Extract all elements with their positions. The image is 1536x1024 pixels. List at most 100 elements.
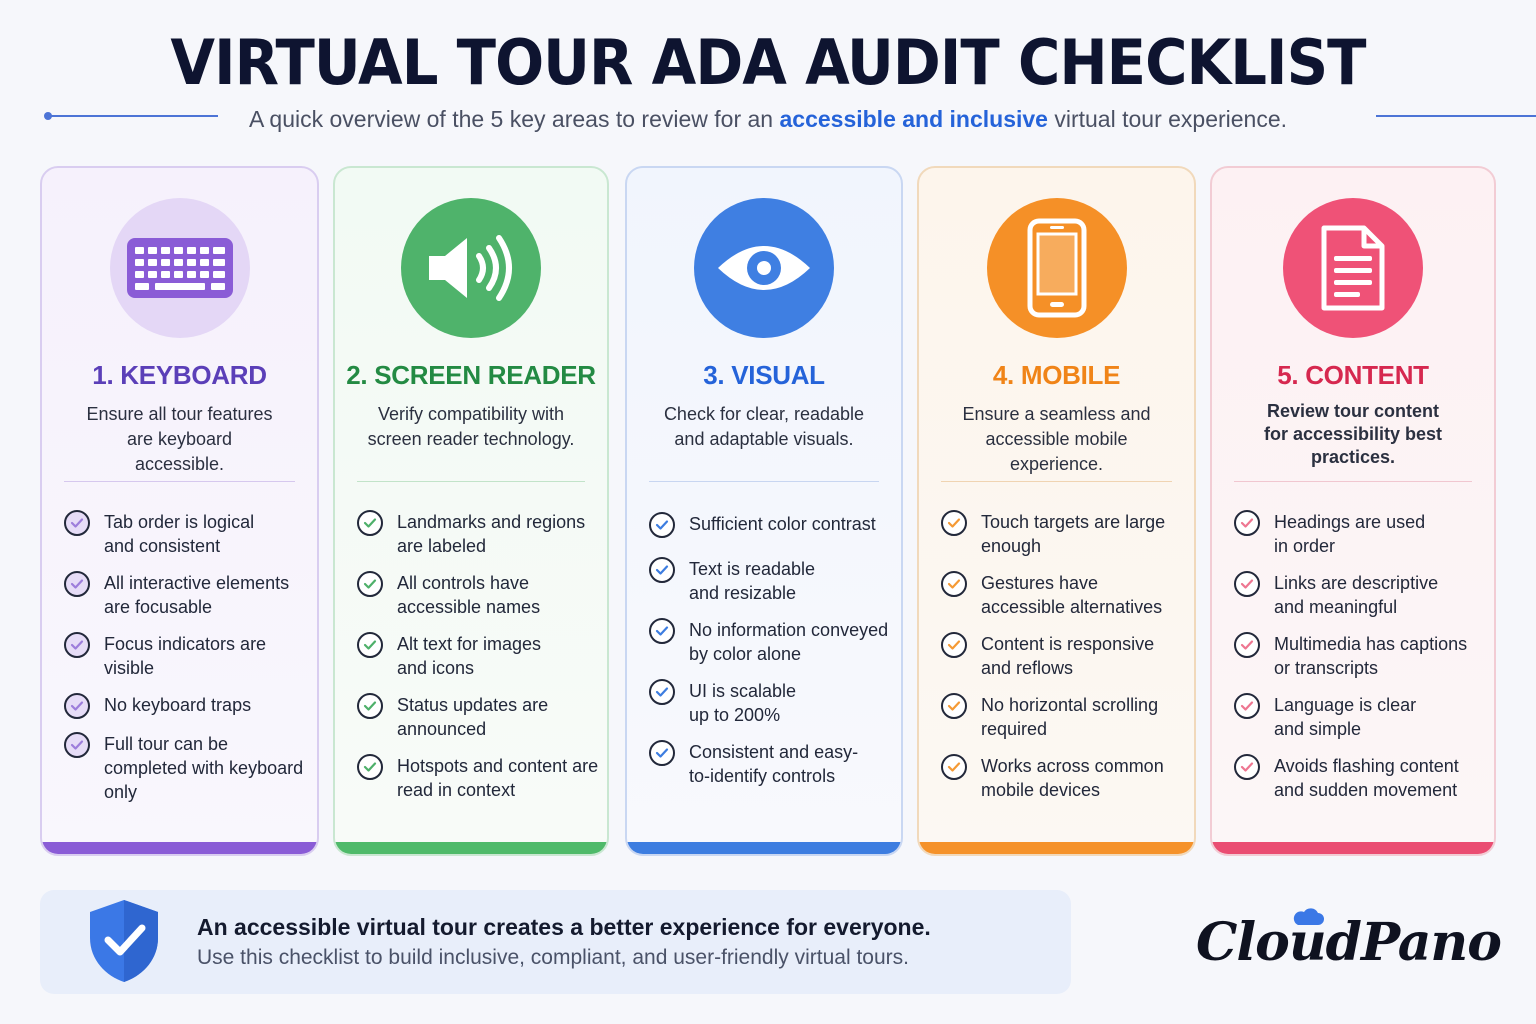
card-accent-bar	[42, 842, 317, 854]
checklist-item: Consistent and easy-to-identify controls	[649, 740, 893, 788]
checklist-item-text: Full tour can be completed with keyboard…	[104, 734, 304, 802]
card-description: Review tour content for accessibility be…	[1263, 401, 1443, 467]
checklist-item: Gestures have accessible alternatives	[941, 571, 1186, 619]
card-divider	[941, 481, 1172, 482]
card-description: Verify compatibility with screen reader …	[367, 404, 575, 449]
checklist-item: All controls have accessible names	[357, 571, 599, 619]
checklist-item: Touch targets are large enough	[941, 510, 1186, 558]
checklist-item: Text is readable and resizable	[649, 557, 893, 605]
check-icon	[357, 693, 383, 719]
card-heading: 2. SCREEN READER	[346, 360, 596, 390]
checklist-item: Works across common mobile devices	[941, 754, 1186, 802]
checklist-item: Avoids flashing content and sudden movem…	[1234, 754, 1486, 802]
check-icon	[64, 510, 90, 536]
checklist-item: Hotspots and content are read in context	[357, 754, 599, 802]
check-icon	[1234, 754, 1260, 780]
check-icon	[1234, 510, 1260, 536]
checklist-item-text: UI is scalable up to 200%	[689, 681, 797, 725]
checklist-item: No information conveyed by color alone	[649, 618, 893, 666]
card-heading: 4. MOBILE	[992, 360, 1121, 390]
checklist-item: No horizontal scrolling required	[941, 693, 1186, 741]
card-accent-bar	[1212, 842, 1494, 854]
checklist-item-text: Content is responsive and reflows	[981, 634, 1155, 678]
checklist-item-text: Sufficient color contrast	[689, 514, 876, 534]
card-divider	[357, 481, 585, 482]
check-icon	[1234, 693, 1260, 719]
footer-banner: An accessible virtual tour creates a bet…	[40, 890, 1071, 994]
check-icon	[64, 571, 90, 597]
checklist: Headings are used in order Links are des…	[1234, 510, 1486, 815]
left-divider-line	[44, 112, 218, 120]
eye-icon	[718, 246, 810, 290]
check-icon	[649, 512, 675, 538]
checklist-item: Sufficient color contrast	[649, 512, 893, 538]
checklist-item-text: Text is readable and resizable	[689, 559, 816, 603]
subtitle-highlight: accessible and inclusive	[779, 106, 1048, 132]
checklist-item-text: Headings are used in order	[1274, 512, 1426, 556]
check-icon	[1234, 632, 1260, 658]
smartphone-icon	[1027, 218, 1086, 318]
card-mobile: 4. MOBILE Ensure a seamless and accessib…	[917, 166, 1196, 856]
subtitle-text-end: virtual tour experience.	[1047, 106, 1288, 132]
check-icon	[649, 740, 675, 766]
checklist-item-text: Landmarks and regions are labeled	[397, 512, 586, 556]
checklist: Sufficient color contrast Text is readab…	[649, 512, 893, 801]
footer-headline: An accessible virtual tour creates a bet…	[197, 914, 931, 940]
checklist: Touch targets are large enough Gestures …	[941, 510, 1186, 815]
checklist-item-text: Language is clear and simple	[1274, 695, 1417, 739]
checklist-item-text: No horizontal scrolling required	[981, 695, 1159, 739]
subtitle: A quick overview of the 5 key areas to r…	[0, 106, 1536, 136]
check-icon	[941, 693, 967, 719]
page-title: VIRTUAL TOUR ADA AUDIT CHECKLIST	[170, 26, 1366, 99]
card-description: Ensure all tour features are keyboard ac…	[86, 404, 273, 474]
checklist-item-text: Multimedia has captions or transcripts	[1274, 634, 1468, 678]
card-keyboard: 1. KEYBOARD Ensure all tour features are…	[40, 166, 319, 856]
check-icon	[64, 632, 90, 658]
checklist-item-text: No information conveyed by color alone	[689, 620, 889, 664]
check-icon	[357, 754, 383, 780]
right-divider-line	[1376, 115, 1536, 117]
checklist-item-text: Consistent and easy-to-identify controls	[689, 742, 859, 786]
card-description: Ensure a seamless and accessible mobile …	[962, 404, 1151, 474]
checklist-item-text: Focus indicators are visible	[104, 634, 267, 678]
footer-subtext: Use this checklist to build inclusive, c…	[197, 946, 909, 969]
checklist-item-text: Status updates are announced	[397, 695, 549, 739]
checklist-item: Content is responsive and reflows	[941, 632, 1186, 680]
card-content: 5. CONTENT Review tour content for acces…	[1210, 166, 1496, 856]
subtitle-text-start: A quick overview of the 5 key areas to r…	[248, 106, 780, 132]
check-icon	[1234, 571, 1260, 597]
checklist-item: Full tour can be completed with keyboard…	[64, 732, 309, 804]
checklist-item: Links are descriptive and meaningful	[1234, 571, 1486, 619]
check-icon	[64, 693, 90, 719]
keyboard-icon	[126, 238, 233, 298]
checklist-item: Alt text for images and icons	[357, 632, 599, 680]
checklist-item-text: Hotspots and content are read in context	[397, 756, 599, 800]
checklist-item: Status updates are announced	[357, 693, 599, 741]
card-heading: 3. VISUAL	[703, 360, 825, 390]
check-icon	[64, 732, 90, 758]
checklist-item-text: All interactive elements are focusable	[104, 573, 290, 617]
checklist-item-text: Touch targets are large enough	[981, 512, 1166, 556]
checklist-item: Tab order is logical and consistent	[64, 510, 309, 558]
document-icon	[1321, 225, 1385, 311]
checklist-item: Landmarks and regions are labeled	[357, 510, 599, 558]
card-screen-reader: 2. SCREEN READER Verify compatibility wi…	[333, 166, 609, 856]
eye-icon-badge	[694, 198, 834, 338]
check-icon	[357, 632, 383, 658]
card-visual: 3. VISUAL Check for clear, readable and …	[625, 166, 903, 856]
keyboard-icon-badge	[109, 198, 250, 338]
logo-text: CloudPano	[1196, 912, 1502, 973]
checklist-item-text: Links are descriptive and meaningful	[1274, 573, 1439, 617]
checklist: Tab order is logical and consistent All …	[64, 510, 309, 817]
card-divider	[64, 481, 295, 482]
check-icon	[941, 754, 967, 780]
speaker-icon-badge	[401, 198, 541, 338]
checklist-item-text: No keyboard traps	[104, 695, 252, 715]
smartphone-icon-badge	[986, 198, 1127, 338]
card-accent-bar	[919, 842, 1194, 854]
checklist-item: Multimedia has captions or transcripts	[1234, 632, 1486, 680]
cloudpano-logo: CloudPano	[1196, 900, 1502, 980]
card-divider	[1234, 481, 1472, 482]
checklist-item-text: Gestures have accessible alternatives	[981, 573, 1163, 617]
check-icon	[941, 510, 967, 536]
